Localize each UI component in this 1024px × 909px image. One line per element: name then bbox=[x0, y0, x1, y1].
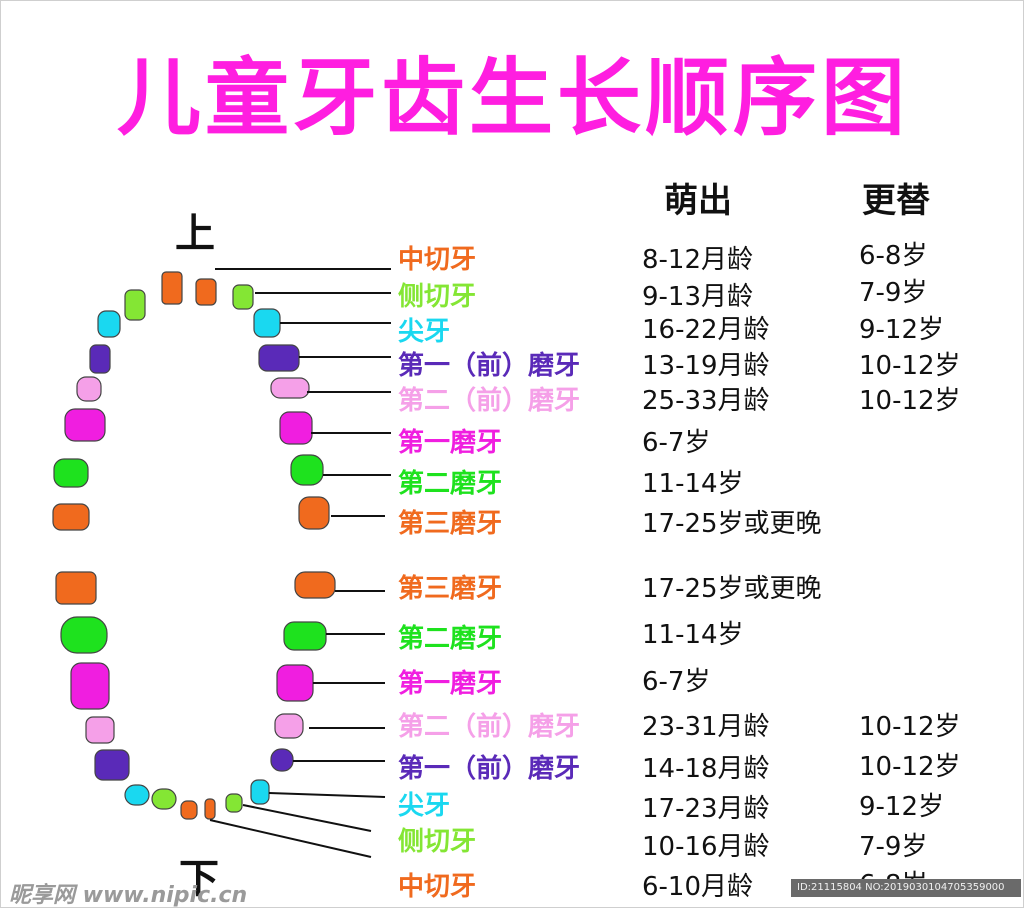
upper-third-molar-tooth-left bbox=[52, 503, 90, 531]
lower-erupt-age: 11-14岁 bbox=[642, 620, 744, 650]
lower-tooth-name: 第三磨牙 bbox=[398, 574, 503, 604]
upper-tooth-name: 第一（前）磨牙 bbox=[398, 351, 581, 381]
lower-tooth-name: 中切牙 bbox=[398, 872, 477, 902]
erupt-header: 萌出 bbox=[664, 181, 732, 221]
lower-tooth-name: 第二磨牙 bbox=[398, 624, 503, 654]
lower-third-molar-tooth-left bbox=[55, 571, 97, 605]
lower-erupt-age: 14-18月龄 bbox=[642, 754, 770, 784]
lower-replace-age: 7-9岁 bbox=[859, 832, 928, 862]
lower-replace-age: 9-12岁 bbox=[859, 792, 945, 822]
leader-line bbox=[268, 792, 386, 798]
lower-first-molar-tooth bbox=[276, 664, 314, 702]
lower-first-premolar-tooth-left bbox=[94, 749, 130, 781]
upper-tooth-name: 第一磨牙 bbox=[398, 428, 503, 458]
lower-erupt-age: 23-31月龄 bbox=[642, 712, 770, 742]
upper-erupt-age: 9-13月龄 bbox=[642, 282, 754, 312]
lower-tooth-name: 尖牙 bbox=[398, 791, 451, 821]
lower-tooth-name: 第一磨牙 bbox=[398, 669, 503, 699]
upper-erupt-age: 8-12月龄 bbox=[642, 245, 754, 275]
lower-tooth-name: 第一（前）磨牙 bbox=[398, 754, 581, 784]
lower-second-molar-tooth bbox=[283, 621, 327, 651]
upper-lateral-incisor-tooth-left bbox=[124, 289, 146, 321]
lower-first-molar-tooth-left bbox=[70, 662, 110, 710]
leader-line bbox=[242, 804, 372, 832]
upper-replace-age: 9-12岁 bbox=[859, 315, 945, 345]
upper-tooth-name: 尖牙 bbox=[398, 317, 451, 347]
lower-lateral-incisor-tooth bbox=[225, 793, 243, 813]
lower-lateral-incisor-tooth-left bbox=[151, 788, 177, 810]
lower-canine-tooth-left bbox=[124, 784, 150, 806]
watermark-logo: 昵享网 www.nipic.cn bbox=[9, 883, 248, 908]
upper-canine-tooth-left bbox=[97, 310, 121, 338]
upper-jaw-label: 上 bbox=[175, 211, 215, 257]
upper-tooth-name: 第二磨牙 bbox=[398, 469, 503, 499]
upper-erupt-age: 25-33月龄 bbox=[642, 386, 770, 416]
lower-erupt-age: 17-25岁或更晚 bbox=[642, 574, 822, 604]
lower-replace-age: 10-12岁 bbox=[859, 712, 961, 742]
upper-replace-age: 10-12岁 bbox=[859, 386, 961, 416]
upper-tooth-name: 侧切牙 bbox=[398, 282, 477, 312]
leader-line bbox=[209, 819, 372, 858]
chart-title: 儿童牙齿生长顺序图 bbox=[116, 49, 909, 147]
lower-replace-age: 10-12岁 bbox=[859, 752, 961, 782]
lower-second-molar-tooth-left bbox=[60, 616, 108, 654]
upper-canine-tooth bbox=[253, 308, 281, 338]
upper-lateral-incisor-tooth bbox=[232, 284, 254, 310]
upper-erupt-age: 6-7岁 bbox=[642, 428, 711, 458]
upper-erupt-age: 17-25岁或更晚 bbox=[642, 509, 822, 539]
upper-second-molar-tooth-left bbox=[53, 458, 89, 488]
upper-second-premolar-tooth bbox=[270, 377, 310, 399]
upper-tooth-name: 第三磨牙 bbox=[398, 509, 503, 539]
lower-erupt-age: 10-16月龄 bbox=[642, 832, 770, 862]
upper-replace-age: 6-8岁 bbox=[859, 241, 928, 271]
lower-central-incisor-tooth-left bbox=[180, 800, 198, 820]
upper-replace-age: 10-12岁 bbox=[859, 351, 961, 381]
upper-erupt-age: 16-22月龄 bbox=[642, 315, 770, 345]
lower-jaw-label: 下 bbox=[179, 856, 219, 902]
upper-second-molar-tooth bbox=[290, 454, 324, 486]
upper-first-premolar-tooth bbox=[258, 344, 300, 372]
upper-first-premolar-tooth-left bbox=[89, 344, 111, 374]
upper-central-incisor-tooth bbox=[195, 278, 217, 306]
lower-erupt-age: 6-10月龄 bbox=[642, 872, 754, 902]
lower-canine-tooth bbox=[250, 779, 270, 805]
upper-replace-age: 7-9岁 bbox=[859, 278, 928, 308]
upper-tooth-name: 中切牙 bbox=[398, 245, 477, 275]
upper-first-molar-tooth bbox=[279, 411, 313, 445]
upper-third-molar-tooth bbox=[298, 496, 330, 530]
lower-central-incisor-tooth bbox=[204, 798, 216, 820]
replace-header: 更替 bbox=[862, 181, 930, 221]
lower-second-premolar-tooth bbox=[274, 713, 304, 739]
upper-erupt-age: 11-14岁 bbox=[642, 469, 744, 499]
lower-third-molar-tooth bbox=[294, 571, 336, 599]
upper-second-premolar-tooth-left bbox=[76, 376, 102, 402]
lower-first-premolar-tooth bbox=[270, 748, 294, 772]
watermark-id: ID:21115804 NO:20190301047053590​00 bbox=[791, 879, 1021, 897]
lower-erupt-age: 17-23月龄 bbox=[642, 794, 770, 824]
upper-central-incisor-tooth-left bbox=[161, 271, 183, 305]
lower-tooth-name: 侧切牙 bbox=[398, 827, 477, 857]
lower-second-premolar-tooth-left bbox=[85, 716, 115, 744]
lower-tooth-name: 第二（前）磨牙 bbox=[398, 712, 581, 742]
lower-erupt-age: 6-7岁 bbox=[642, 667, 711, 697]
upper-tooth-name: 第二（前）磨牙 bbox=[398, 386, 581, 416]
upper-first-molar-tooth-left bbox=[64, 408, 106, 442]
upper-erupt-age: 13-19月龄 bbox=[642, 351, 770, 381]
